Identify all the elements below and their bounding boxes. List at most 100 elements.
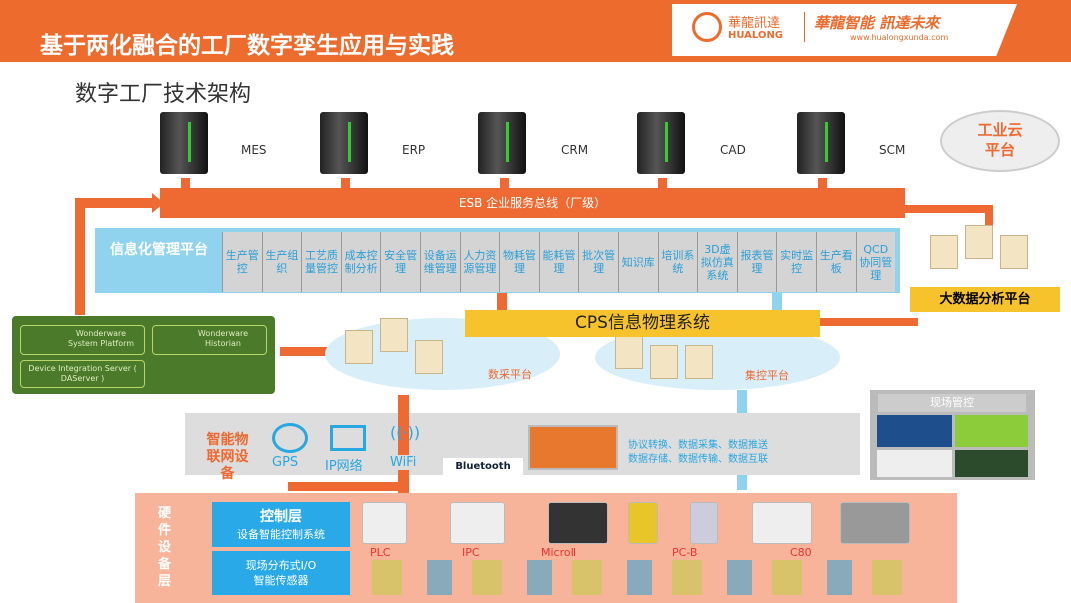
- io-layer-sub: 智能传感器: [253, 574, 309, 587]
- system-label: MES: [241, 143, 267, 157]
- plc-image: [362, 502, 407, 544]
- device-label: PC-B: [672, 546, 698, 559]
- slide-title: 基于两化融合的工厂数字孪生应用与实践: [40, 33, 454, 59]
- screen-image: [877, 415, 952, 447]
- server-icon: [685, 345, 713, 379]
- ipc-image: [450, 502, 505, 544]
- screen-image: [877, 450, 952, 477]
- module-cell: 人力资源管理: [459, 232, 500, 292]
- bluetooth-label: Bluetooth: [443, 458, 523, 476]
- system-label: CAD: [720, 143, 746, 157]
- screen-image: [955, 415, 1028, 447]
- control-layer-sub: 设备智能控制系统: [237, 528, 325, 541]
- control-layer-title: 控制层: [260, 509, 302, 525]
- esb-bus: ESB 企业服务总线（厂级）: [160, 188, 905, 218]
- module-cell: 3D虚拟仿真系统: [697, 232, 737, 292]
- wifi-label: WiFi: [390, 455, 417, 470]
- server-icon: [637, 112, 685, 174]
- monitor-panel: 现场管控: [870, 390, 1035, 480]
- bigdata-platform-label: 大数据分析平台: [910, 287, 1060, 312]
- module-cell: 知识库: [617, 232, 658, 292]
- device-label: PLC: [370, 546, 391, 559]
- module-cell: 报表管理: [736, 232, 777, 292]
- module-cell: 工艺质量管控: [301, 232, 341, 292]
- connector: [341, 178, 350, 190]
- pcb-image: [628, 502, 658, 544]
- slogan: 華龍智能 訊達未來: [814, 14, 940, 32]
- server-icon: [380, 318, 408, 352]
- iot-label: 智能物联网设备: [206, 432, 249, 482]
- module-cell: 实时监控: [776, 232, 816, 292]
- system-label: CRM: [561, 143, 589, 157]
- server-icon: [415, 340, 443, 374]
- module-cell: QCD协同管理: [855, 232, 896, 292]
- c80-image: [752, 502, 812, 544]
- io-layer-title: 现场分布式I/O: [245, 559, 317, 572]
- server-icon: [1000, 235, 1028, 269]
- connector: [818, 178, 827, 190]
- ip-network-label: IP网络: [325, 459, 363, 474]
- server-icon: [345, 330, 373, 364]
- system-label: ERP: [402, 143, 426, 157]
- globe-icon: [272, 423, 308, 453]
- hardware-label: 硬件设备层: [158, 506, 172, 589]
- wonderware-system-platform: Wonderware System Platform: [20, 325, 145, 355]
- module-cell: 生产管控: [222, 232, 262, 292]
- module-cell: 批次管理: [578, 232, 618, 292]
- server-icon: [650, 345, 678, 379]
- industrial-cloud-label: 工业云平台: [977, 121, 1023, 159]
- io-layer-box: 现场分布式I/O 智能传感器: [212, 551, 350, 595]
- cps-system: CPS信息物理系统: [465, 310, 820, 337]
- logo-panel: 華龍訊達 HUALONG 華龍智能 訊達未來 www.hualongxunda.…: [672, 4, 1017, 56]
- module-cell: 生产组织: [261, 232, 302, 292]
- wifi-icon: ((·)): [390, 423, 421, 442]
- server-icon: [160, 112, 208, 174]
- device-integration-server: Device Integration Server ( DAServer ): [20, 360, 145, 388]
- system-label: SCM: [879, 143, 906, 157]
- gateway-functions-1: 协议转换、数据采集、数据推送: [628, 440, 768, 451]
- pcb-image: [690, 502, 718, 544]
- device-label: C80: [790, 546, 812, 559]
- connector: [181, 178, 190, 190]
- cloud-icon: [940, 110, 1060, 172]
- screen-image: [955, 450, 1028, 477]
- collect-platform-label: 数采平台: [488, 368, 532, 381]
- server-icon: [320, 112, 368, 174]
- arrow: [75, 200, 85, 315]
- micro-image: [548, 502, 608, 544]
- arrow: [818, 318, 918, 326]
- logo-en: HUALONG: [728, 30, 784, 41]
- arrow: [900, 205, 990, 213]
- module-cell: 安全管理: [380, 232, 420, 292]
- arrow: [288, 482, 403, 491]
- server-icon: [615, 335, 643, 369]
- gateway-device-image: [528, 425, 618, 470]
- divider: [804, 12, 805, 42]
- module-cell: 物耗管理: [499, 232, 539, 292]
- board-image: [840, 502, 910, 544]
- server-icon: [965, 225, 993, 259]
- module-cell: 设备运维管理: [419, 232, 460, 292]
- network-icon: [330, 425, 366, 451]
- sensor-images: [372, 560, 912, 595]
- arrow: [398, 395, 409, 495]
- device-label: IPC: [462, 546, 480, 559]
- wonderware-historian: Wonderware Historian: [152, 325, 267, 355]
- device-label: MicroⅡ: [541, 546, 577, 559]
- module-list: 生产管控生产组织工艺质量管控成本控制分析安全管理设备运维管理人力资源管理物耗管理…: [222, 232, 896, 292]
- connector: [658, 178, 667, 190]
- logo-cn: 華龍訊達: [728, 16, 781, 31]
- server-icon: [930, 235, 958, 269]
- module-cell: 能耗管理: [538, 232, 579, 292]
- diagram-title: 数字工厂技术架构: [75, 82, 252, 107]
- arrow: [280, 347, 330, 356]
- monitor-title: 现场管控: [878, 394, 1026, 412]
- gps-label: GPS: [272, 455, 299, 470]
- module-cell: 生产看板: [815, 232, 856, 292]
- server-icon: [478, 112, 526, 174]
- arrow: [75, 198, 155, 208]
- control-layer-box: 控制层 设备智能控制系统: [212, 502, 350, 547]
- module-cell: 成本控制分析: [340, 232, 381, 292]
- server-icon: [797, 112, 845, 174]
- control-platform-label: 集控平台: [745, 369, 789, 382]
